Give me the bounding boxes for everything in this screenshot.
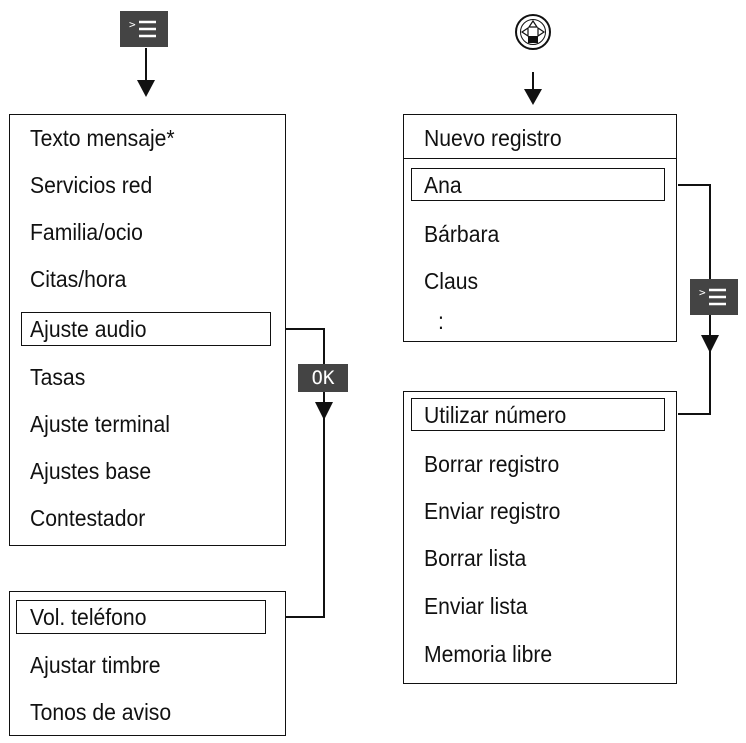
arrowhead — [137, 80, 155, 97]
menu-key-icon: > — [690, 279, 738, 315]
arrowhead — [315, 402, 333, 420]
selection-highlight — [16, 600, 266, 634]
option-item[interactable]: Enviar lista — [424, 593, 528, 619]
svg-text:>: > — [129, 18, 136, 31]
menu-item-selected[interactable]: Ajuste audio — [30, 316, 147, 342]
submenu-item[interactable]: Tonos de aviso — [30, 699, 172, 725]
directory-list: Nuevo registro Ana Bárbara Claus : — [403, 114, 677, 342]
list-item[interactable]: Bárbara — [424, 221, 500, 247]
option-item-selected[interactable]: Utilizar número — [424, 402, 567, 428]
ok-key-label: OK — [311, 367, 335, 389]
list-more-indicator: : — [438, 308, 444, 334]
arrowhead — [524, 89, 542, 105]
svg-text:>: > — [699, 286, 706, 299]
menu-item[interactable]: Ajustes base — [30, 458, 152, 484]
menu-item[interactable]: Servicios red — [30, 172, 153, 198]
selection-highlight — [411, 168, 665, 201]
arrowhead — [701, 335, 719, 353]
list-item[interactable]: Claus — [424, 268, 479, 294]
ok-key: OK — [298, 364, 348, 392]
list-item-selected[interactable]: Ana — [424, 172, 462, 198]
main-menu: Texto mensaje* Servicios red Familia/oci… — [9, 114, 286, 546]
entry-options-menu: Utilizar número Borrar registro Enviar r… — [403, 391, 677, 684]
audio-submenu: Vol. teléfono Ajustar timbre Tonos de av… — [9, 591, 286, 736]
menu-item[interactable]: Contestador — [30, 505, 146, 531]
selection-highlight — [411, 398, 665, 431]
option-item[interactable]: Borrar registro — [424, 451, 560, 477]
list-divider — [404, 158, 676, 159]
menu-item[interactable]: Tasas — [30, 364, 86, 390]
option-item[interactable]: Memoria libre — [424, 641, 553, 667]
menu-item[interactable]: Texto mensaje* — [30, 125, 175, 151]
menu-item[interactable]: Citas/hora — [30, 266, 127, 292]
selection-highlight — [21, 312, 271, 346]
list-header[interactable]: Nuevo registro — [424, 125, 562, 151]
menu-key-icon: > — [120, 11, 168, 47]
menu-item[interactable]: Familia/ocio — [30, 219, 143, 245]
option-item[interactable]: Borrar lista — [424, 545, 527, 571]
menu-item[interactable]: Ajuste terminal — [30, 411, 170, 437]
submenu-item-selected[interactable]: Vol. teléfono — [30, 604, 147, 630]
option-item[interactable]: Enviar registro — [424, 498, 561, 524]
submenu-item[interactable]: Ajustar timbre — [30, 652, 161, 678]
navigation-key-icon — [513, 12, 553, 52]
